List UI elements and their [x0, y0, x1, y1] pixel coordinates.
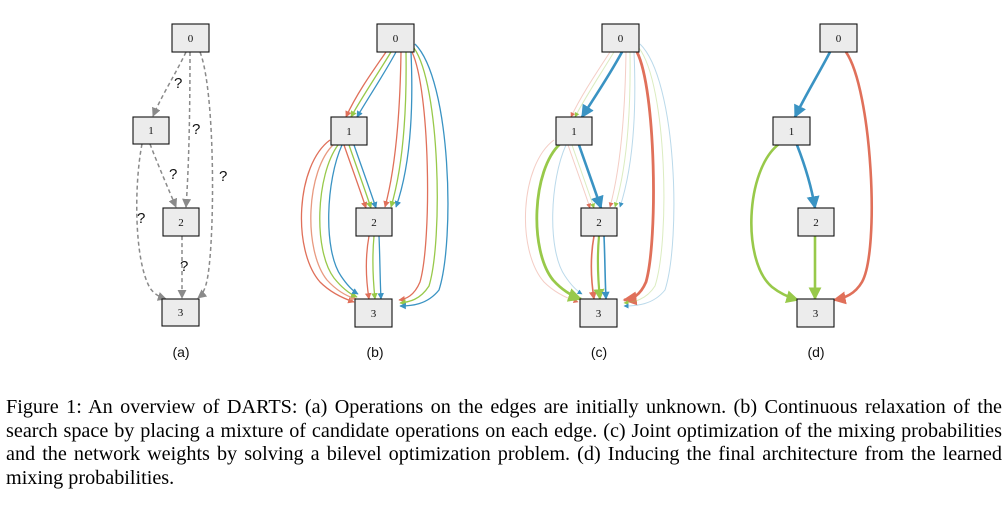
panel-c-label: (c) [591, 344, 607, 360]
figure-caption: Figure 1: An overview of DARTS: (a) Oper… [6, 396, 1002, 489]
edge-a-0-1 [152, 51, 187, 117]
panel-c-node-3: 3 [579, 298, 618, 328]
panel-c-node-2: 2 [580, 207, 618, 237]
edge-b-0-1-green [350, 51, 392, 118]
svg-text:2: 2 [178, 217, 184, 229]
panel-c: 0 1 2 3 (c) [524, 23, 675, 360]
svg-text:1: 1 [346, 126, 352, 138]
panel-d-node-1: 1 [772, 116, 811, 146]
edge-b-1-3-blue [328, 144, 359, 295]
svg-text:0: 0 [393, 33, 399, 45]
svg-text:0: 0 [188, 33, 194, 45]
qmark-edge-0-1: ? [174, 75, 182, 92]
qmark-edge-2-3: ? [180, 258, 188, 275]
edge-a-0-3 [197, 51, 214, 299]
edge-c-1-3-green [535, 142, 583, 302]
panel-b-label: (b) [366, 344, 383, 360]
panel-b-edges [300, 43, 449, 310]
edge-b-0-3-blue [399, 43, 449, 310]
edge-c-0-1-blue [580, 51, 624, 119]
svg-text:1: 1 [148, 125, 154, 137]
edge-b-0-2-green [389, 51, 407, 208]
edge-c-1-3-faint-red [524, 139, 579, 303]
panel-d: 0 1 2 3 (d) [750, 23, 874, 360]
svg-text:3: 3 [813, 308, 819, 320]
qmark-edge-1-3: ? [137, 210, 145, 227]
edge-c-2-3-green [593, 235, 605, 301]
edge-b-2-3-red [364, 235, 372, 300]
edge-b-0-2-blue [394, 51, 413, 208]
panel-a-question-marks: ? ? ? ? ? ? [137, 75, 227, 275]
edge-a-0-2 [182, 51, 192, 208]
panel-a: ? ? ? ? ? ? 0 1 2 3 (a) [132, 23, 227, 360]
edge-b-0-1-red [345, 51, 387, 118]
edge-c-0-2-faint-blue [619, 51, 636, 208]
darts-overview-figure: ? ? ? ? ? ? 0 1 2 3 (a) [132, 23, 874, 360]
panel-d-edges [750, 51, 874, 305]
svg-text:1: 1 [571, 126, 577, 138]
edge-b-2-3-green [371, 235, 378, 300]
panel-a-node-0: 0 [171, 23, 210, 53]
edge-b-1-3-red [300, 139, 355, 304]
panel-d-node-3: 3 [796, 298, 835, 328]
panel-b-node-2: 2 [355, 207, 393, 237]
edge-b-0-3-green [399, 47, 438, 306]
panel-a-node-3: 3 [161, 298, 200, 327]
panel-a-label: (a) [172, 344, 189, 360]
panel-d-node-2: 2 [797, 207, 835, 237]
edge-c-0-1-faint-green [574, 51, 615, 118]
edge-b-1-3-green [319, 144, 358, 298]
edge-d-1-2-blue [795, 144, 820, 210]
qmark-edge-1-2: ? [169, 166, 177, 183]
edge-b-1-2-red [343, 144, 368, 209]
edge-b-1-2-green [348, 144, 373, 209]
edge-d-0-3-red [832, 51, 874, 305]
edge-c-2-3-blue [601, 235, 610, 300]
edge-c-0-3-faint-blue [623, 43, 675, 309]
svg-text:2: 2 [596, 217, 602, 229]
edge-c-0-3-faint-green [623, 47, 665, 306]
edge-c-1-3-faint-blue [552, 144, 583, 295]
edge-c-1-2-faint-red [567, 144, 591, 209]
edge-b-1-2-blue [353, 144, 378, 209]
svg-text:1: 1 [789, 126, 795, 138]
panel-a-node-2: 2 [162, 207, 200, 237]
svg-text:3: 3 [371, 308, 377, 320]
panel-c-node-0: 0 [601, 23, 640, 53]
svg-text:3: 3 [178, 307, 184, 319]
panel-d-label: (d) [807, 344, 824, 360]
panel-d-node-0: 0 [819, 23, 858, 53]
edge-b-0-2-red [383, 51, 402, 208]
panel-c-node-1: 1 [555, 116, 593, 146]
edge-b-1-3-salmon [310, 143, 357, 301]
qmark-edge-0-2: ? [192, 121, 200, 138]
panel-b-node-3: 3 [354, 298, 393, 328]
panel-b-node-0: 0 [376, 23, 415, 53]
edge-c-0-2-faint-green [613, 51, 631, 208]
edge-b-2-3-blue [377, 235, 384, 300]
edge-b-0-3-red [398, 51, 429, 303]
edge-a-1-3 [136, 143, 167, 301]
edge-c-0-3-red [622, 51, 655, 306]
edge-c-2-3-red [588, 235, 597, 300]
panel-a-node-1: 1 [132, 116, 170, 145]
edge-d-0-1-blue [793, 51, 832, 119]
panel-b-node-1: 1 [330, 116, 368, 146]
svg-text:0: 0 [836, 33, 842, 45]
panel-a-edges [136, 51, 214, 301]
svg-text:2: 2 [813, 217, 819, 229]
svg-text:3: 3 [596, 308, 602, 320]
edge-b-0-1-blue [356, 51, 397, 118]
edge-c-0-2-faint-red [608, 51, 627, 208]
edge-c-1-2-blue [577, 144, 604, 210]
edge-c-0-1-faint-red [570, 51, 611, 118]
qmark-edge-0-3: ? [219, 168, 227, 185]
svg-text:2: 2 [371, 217, 377, 229]
edge-d-1-3-green [750, 142, 800, 304]
panel-b: 0 1 2 3 (b) [300, 23, 449, 360]
panel-c-edges [524, 43, 675, 309]
svg-text:0: 0 [618, 33, 624, 45]
